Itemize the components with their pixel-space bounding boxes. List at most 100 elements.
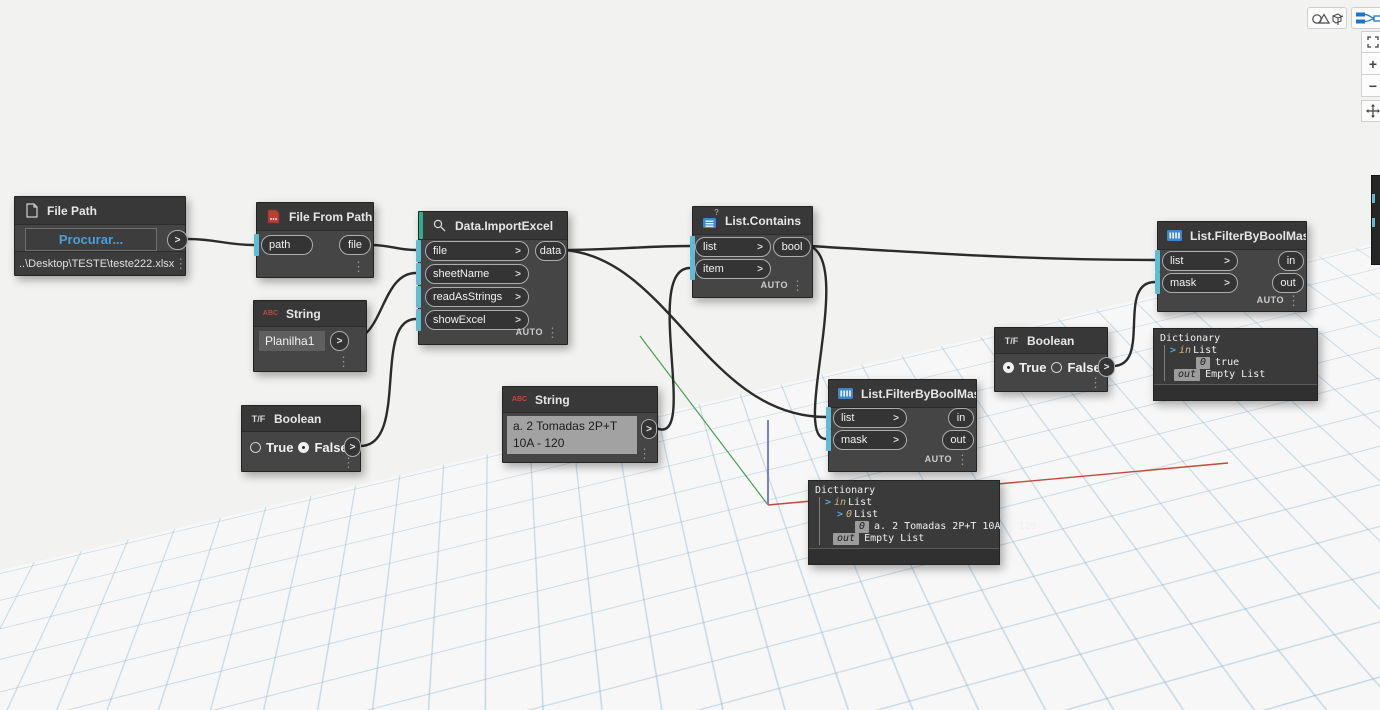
fit-view-icon: [1367, 36, 1379, 48]
node-string-item[interactable]: ABC String a. 2 Tomadas 2P+T 10A - 120 >…: [502, 386, 658, 463]
radio-false[interactable]: [298, 442, 310, 453]
node-filter-right[interactable]: List.FilterByBoolMask list > mask > in o…: [1155, 221, 1307, 312]
input-port-sheetname[interactable]: sheetName >: [425, 264, 529, 284]
browse-button[interactable]: Procurar...: [25, 228, 157, 251]
node-data-importexcel[interactable]: Data.ImportExcel file > sheetName > read…: [416, 211, 568, 345]
lacing-label[interactable]: AUTO: [924, 454, 952, 464]
input-port-readasstrings[interactable]: readAsStrings >: [425, 287, 529, 307]
clipped-node-edge[interactable]: [1371, 175, 1380, 265]
radio-true[interactable]: [250, 442, 261, 453]
node-filter-mid[interactable]: List.FilterByBoolMask list > mask > in o…: [826, 379, 977, 472]
input-port-mask[interactable]: mask >: [1162, 273, 1238, 293]
wire-data-to-contains-list[interactable]: [562, 244, 692, 252]
expand-icon[interactable]: >: [837, 509, 844, 520]
output-port-in[interactable]: in: [948, 408, 974, 428]
node-menu[interactable]: ⋮: [174, 256, 188, 271]
lacing-label[interactable]: AUTO: [1256, 295, 1284, 305]
output-port[interactable]: >: [344, 437, 361, 457]
node-title: List.Contains: [725, 213, 802, 228]
wire-data-to-filter-list[interactable]: [562, 248, 828, 419]
chevron-icon: >: [515, 268, 521, 280]
lacing-label[interactable]: AUTO: [515, 327, 543, 337]
geometry-preview-button[interactable]: [1307, 7, 1347, 29]
radio-false[interactable]: [1051, 362, 1063, 373]
output-port-bool[interactable]: bool: [773, 237, 811, 257]
string-input[interactable]: a. 2 Tomadas 2P+T 10A - 120: [507, 416, 637, 454]
node-header: T/F Boolean: [995, 328, 1107, 354]
input-port-item[interactable]: item >: [695, 259, 771, 279]
node-title: File Path: [47, 203, 98, 218]
radio-true[interactable]: [1003, 362, 1014, 373]
node-list-contains[interactable]: ? List.Contains list > item > bool AUTO …: [690, 206, 813, 298]
input-port-file[interactable]: file >: [425, 241, 529, 261]
graph-view-button[interactable]: [1351, 7, 1380, 29]
node-boolean-left[interactable]: T/F Boolean True False > ⋮: [241, 405, 361, 472]
wire-string-to-contains-item[interactable]: [654, 266, 692, 431]
output-port[interactable]: >: [1098, 357, 1115, 377]
wire-bool-to-filter-mask[interactable]: [808, 244, 828, 441]
node-string-sheet[interactable]: ABC String Planilha1 > ⋮: [253, 300, 367, 372]
zoom-in-button[interactable]: +: [1361, 53, 1380, 75]
input-port-path[interactable]: path: [261, 235, 313, 255]
node-menu[interactable]: ⋮: [956, 452, 969, 467]
node-menu[interactable]: ⋮: [337, 354, 350, 369]
node-menu[interactable]: ⋮: [352, 259, 365, 274]
input-port-list[interactable]: list >: [833, 408, 907, 428]
node-file-path[interactable]: File Path Procurar... > ..\Desktop\TESTE…: [14, 196, 188, 276]
node-menu[interactable]: ⋮: [1089, 375, 1102, 390]
fit-view-button[interactable]: [1361, 31, 1380, 53]
string-input[interactable]: Planilha1: [259, 331, 325, 351]
wire-file-to-importexcel[interactable]: [368, 243, 418, 252]
input-port-showexcel[interactable]: showExcel >: [425, 310, 529, 330]
output-port[interactable]: >: [330, 331, 349, 351]
port-marker[interactable]: [1155, 250, 1160, 272]
wire-boolright-to-filterright-mask[interactable]: [1111, 280, 1157, 368]
port-marker[interactable]: [254, 234, 259, 256]
port-marker[interactable]: [416, 309, 421, 331]
pan-control: [1361, 100, 1380, 122]
input-port-list[interactable]: list >: [1162, 251, 1238, 271]
preview-footer[interactable]: [1154, 384, 1317, 400]
port-marker[interactable]: [826, 407, 831, 429]
wire-bool-to-filterright-list[interactable]: [808, 244, 1157, 262]
node-menu[interactable]: ⋮: [342, 455, 355, 470]
port-marker[interactable]: [1155, 272, 1160, 294]
node-boolean-right[interactable]: T/F Boolean True False > ⋮: [994, 327, 1115, 392]
port-marker[interactable]: [416, 263, 421, 285]
output-port-data[interactable]: data: [535, 241, 566, 261]
zoom-out-button[interactable]: −: [1361, 75, 1380, 97]
wire-filepath-to-filefrompath[interactable]: [186, 237, 256, 247]
output-port-out[interactable]: out: [942, 430, 974, 450]
output-port-in[interactable]: in: [1278, 251, 1304, 271]
output-port[interactable]: >: [167, 230, 188, 250]
output-port-file[interactable]: file: [339, 235, 371, 255]
expand-icon[interactable]: >: [1170, 345, 1177, 356]
lacing-label[interactable]: AUTO: [760, 280, 788, 290]
port-marker[interactable]: [690, 258, 695, 280]
output-port[interactable]: >: [641, 419, 657, 439]
port-marker[interactable]: [826, 429, 831, 451]
preview-footer[interactable]: [809, 548, 999, 564]
node-file-from-path[interactable]: File From Path path file ⋮: [254, 202, 374, 278]
node-menu[interactable]: ⋮: [791, 278, 804, 293]
wire-bool-to-showexcel[interactable]: [357, 317, 418, 448]
output-port-out[interactable]: out: [1272, 273, 1304, 293]
node-header: Data.ImportExcel: [419, 212, 567, 240]
node-menu[interactable]: ⋮: [638, 446, 651, 461]
pan-button[interactable]: [1361, 100, 1380, 122]
port-marker[interactable]: [416, 286, 421, 308]
input-port-mask[interactable]: mask >: [833, 430, 907, 450]
node-menu[interactable]: ⋮: [1287, 293, 1300, 308]
node-menu[interactable]: ⋮: [546, 325, 559, 340]
port-marker[interactable]: [690, 236, 695, 258]
port-marker[interactable]: [416, 240, 421, 262]
expand-icon[interactable]: >: [825, 497, 832, 508]
input-port-list[interactable]: list >: [695, 237, 771, 257]
